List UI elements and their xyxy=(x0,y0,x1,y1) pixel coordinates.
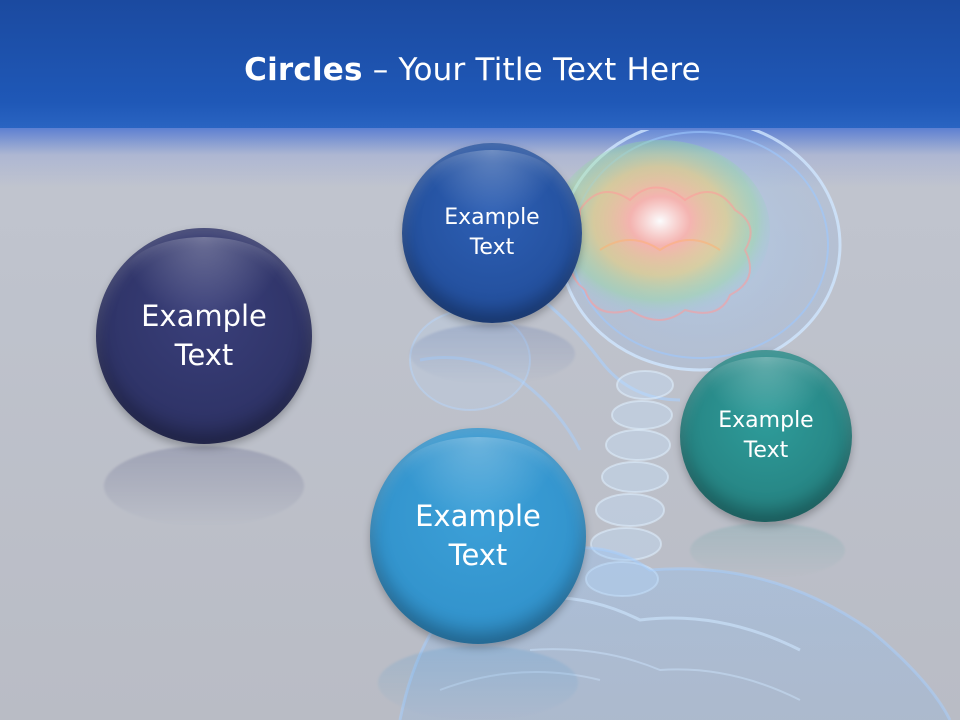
circle-reflection xyxy=(690,523,845,578)
slide-title-text: – Your Title Text Here xyxy=(362,52,701,88)
circle-text-line: Example xyxy=(141,298,267,333)
title-bar xyxy=(0,0,960,128)
circle-text-line: Text xyxy=(448,538,508,572)
slide-title: Circles – Your Title Text Here xyxy=(0,52,945,88)
circle-text-line: Text xyxy=(469,235,515,260)
circle-text-line: Example xyxy=(718,408,814,434)
circle-text-line: Text xyxy=(174,338,234,372)
circle-text-line: Text xyxy=(743,438,789,463)
circle-reflection xyxy=(410,324,575,384)
circle-text-line: Example xyxy=(415,498,541,533)
circle-text-line: Example xyxy=(444,205,540,231)
slide-title-bold: Circles xyxy=(244,52,363,88)
circle-reflection xyxy=(104,446,304,526)
circle-reflection xyxy=(378,646,578,720)
